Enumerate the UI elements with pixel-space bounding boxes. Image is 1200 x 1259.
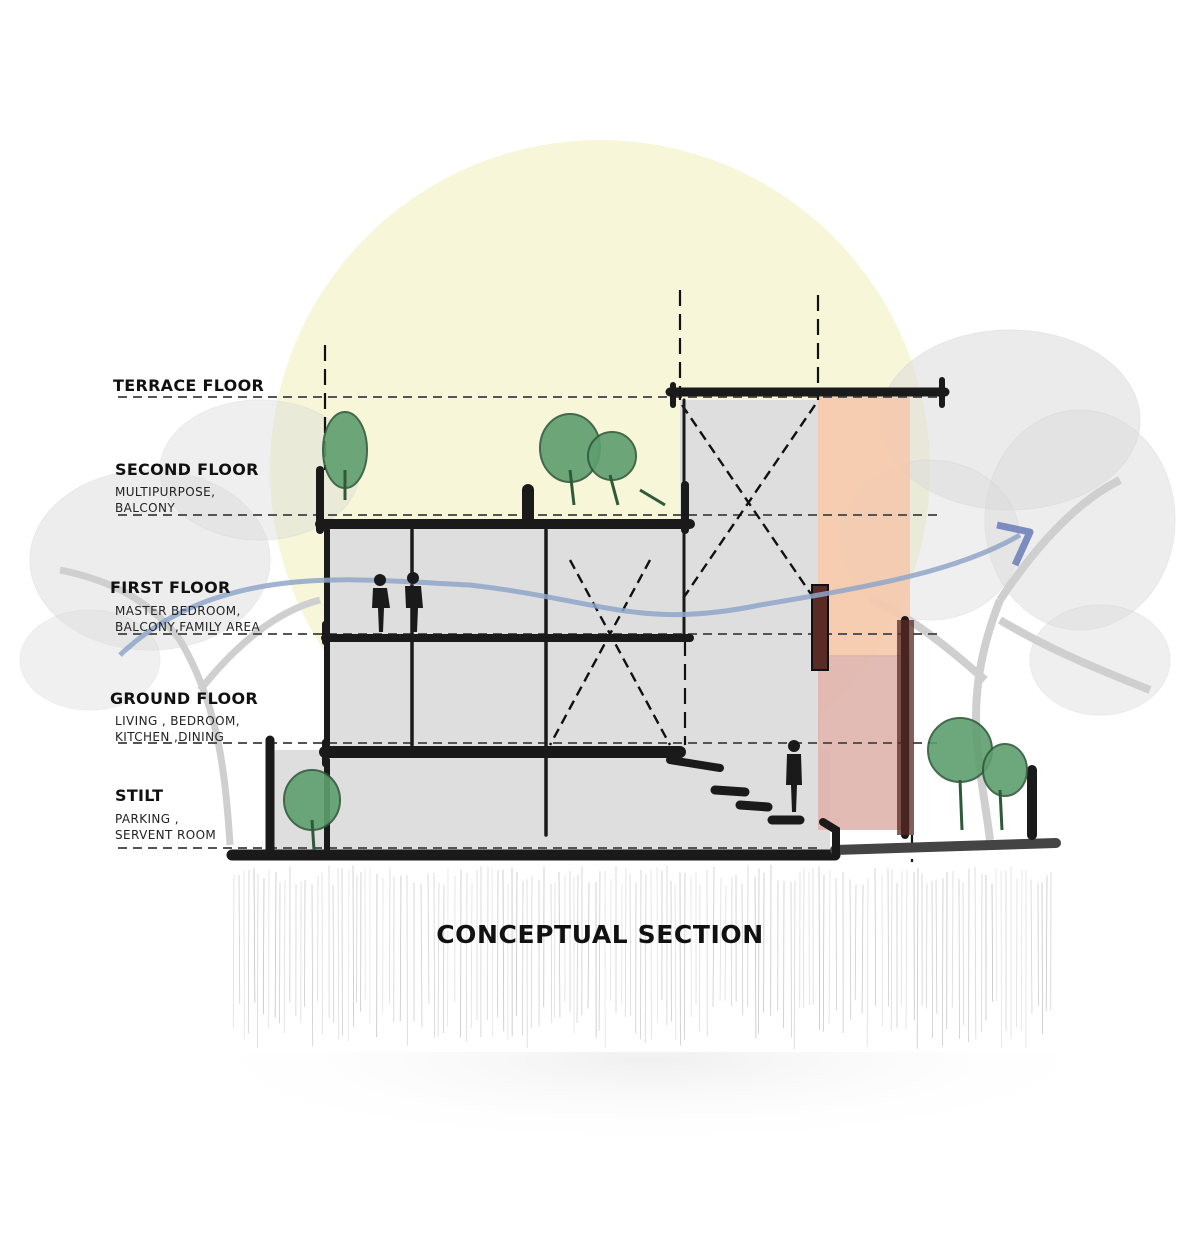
level-desc-stilt-2: SERVENT ROOM [115, 827, 216, 843]
level-desc-stilt-1: PARKING , [115, 811, 179, 827]
hatch-line [699, 885, 700, 1032]
level-title-stilt: STILT [115, 786, 163, 805]
level-title-second: SECOND FLOOR [115, 460, 259, 479]
level-desc-second-1: MULTIPURPOSE, [115, 484, 215, 500]
level-desc-ground-1: LIVING , BEDROOM, [115, 713, 240, 729]
level-desc-second-2: BALCONY [115, 500, 175, 516]
hatch-line [1016, 879, 1017, 1028]
level-desc-ground-2: KITCHEN ,DINING [115, 729, 224, 745]
level-title-terrace: TERRACE FLOOR [113, 376, 264, 395]
shaft-wall-lower [897, 620, 914, 835]
level-desc-first-1: MASTER BEDROOM, [115, 603, 241, 619]
shaft-upper [818, 397, 910, 657]
diagram-caption: CONCEPTUAL SECTION [0, 920, 1200, 949]
level-desc-first-2: BALCONY,FAMILY AREA [115, 619, 260, 635]
hatch-line [554, 883, 555, 1017]
level-title-ground: GROUND FLOOR [110, 689, 258, 708]
tree-icon [928, 718, 1027, 830]
hatch-line [1001, 871, 1002, 1048]
hatch-line [434, 873, 435, 1038]
level-title-first: FIRST FLOOR [110, 578, 231, 597]
hatch-line [279, 883, 280, 1024]
